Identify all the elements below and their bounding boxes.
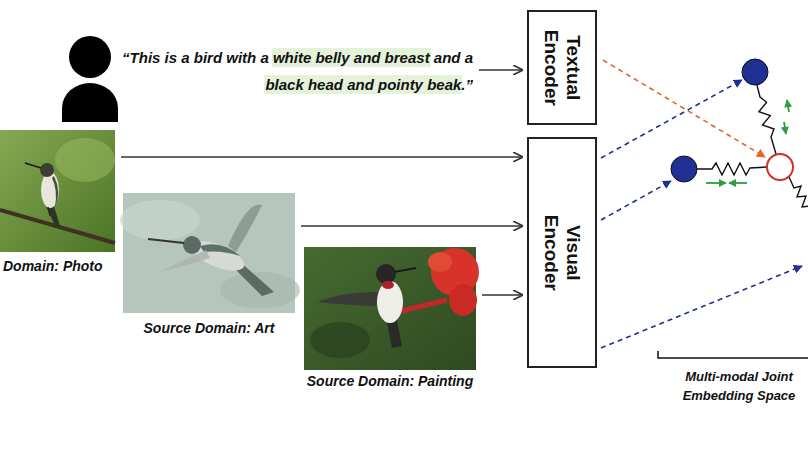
bird-head <box>376 264 396 284</box>
spring <box>789 177 808 207</box>
feeder-tube <box>397 300 447 312</box>
bird-wing <box>52 176 58 207</box>
image-projection <box>601 181 671 220</box>
spring <box>697 163 767 175</box>
image-projection <box>601 266 802 348</box>
encoder-label: Visual Encoder <box>540 208 584 298</box>
text-embedding <box>767 154 793 180</box>
image-panel: Source Domain: Art <box>123 193 295 313</box>
bird-beak <box>25 163 41 168</box>
force-arrow <box>787 100 789 112</box>
force-arrow <box>784 122 786 134</box>
image-embedding <box>742 59 768 85</box>
painting-texture <box>310 322 370 358</box>
art-image <box>120 193 300 313</box>
bird-wing <box>228 205 262 252</box>
flower <box>428 252 452 272</box>
bracket <box>658 351 808 358</box>
bird-wing <box>160 250 210 272</box>
domain-caption: Source Domain: Art <box>144 320 275 336</box>
bird-throat <box>382 281 394 289</box>
flow-arrow <box>121 156 522 158</box>
bird-wing <box>318 292 378 306</box>
flow-arrow <box>301 225 522 227</box>
flow-arrow <box>479 69 522 71</box>
domain-caption: Source Domain: Painting <box>307 373 473 389</box>
painting-background <box>304 247 476 370</box>
image-panel: Domain: Photo <box>0 130 115 252</box>
embedding-space <box>601 59 808 358</box>
image-projection <box>601 80 742 158</box>
bird-beak <box>394 268 416 272</box>
photo-background <box>0 130 115 252</box>
art-texture <box>120 200 200 240</box>
image-embedding <box>671 156 697 182</box>
image-panel: Source Domain: Painting <box>304 247 476 370</box>
domain-caption: Domain: Photo <box>3 258 103 274</box>
encoder-box: Textual Encoder <box>527 10 597 125</box>
text-prompt: “This is a bird with a white belly and b… <box>98 44 473 98</box>
spring <box>757 85 776 154</box>
force-arrow <box>729 182 747 184</box>
space-label: Multi-modal Joint Embedding Space <box>674 367 804 405</box>
bird-body <box>41 172 59 208</box>
person-icon <box>62 36 118 122</box>
bird-beak <box>148 239 184 243</box>
photo-image <box>0 130 115 252</box>
bird-leg <box>48 207 50 216</box>
photo-blur <box>55 138 115 182</box>
text-description: “This is a bird with a white belly and b… <box>98 44 473 98</box>
bird-head <box>183 236 201 254</box>
person-body <box>62 83 118 122</box>
painting-image <box>304 247 479 370</box>
flow-arrow <box>482 294 522 296</box>
force-arrow <box>706 182 726 184</box>
text-projection <box>603 60 765 157</box>
flower <box>449 284 477 316</box>
encoder-box: Visual Encoder <box>527 137 597 368</box>
person-head <box>69 36 111 78</box>
bird-body <box>377 281 403 323</box>
bird-head <box>40 163 54 177</box>
encoder-label: Textual Encoder <box>540 23 584 113</box>
